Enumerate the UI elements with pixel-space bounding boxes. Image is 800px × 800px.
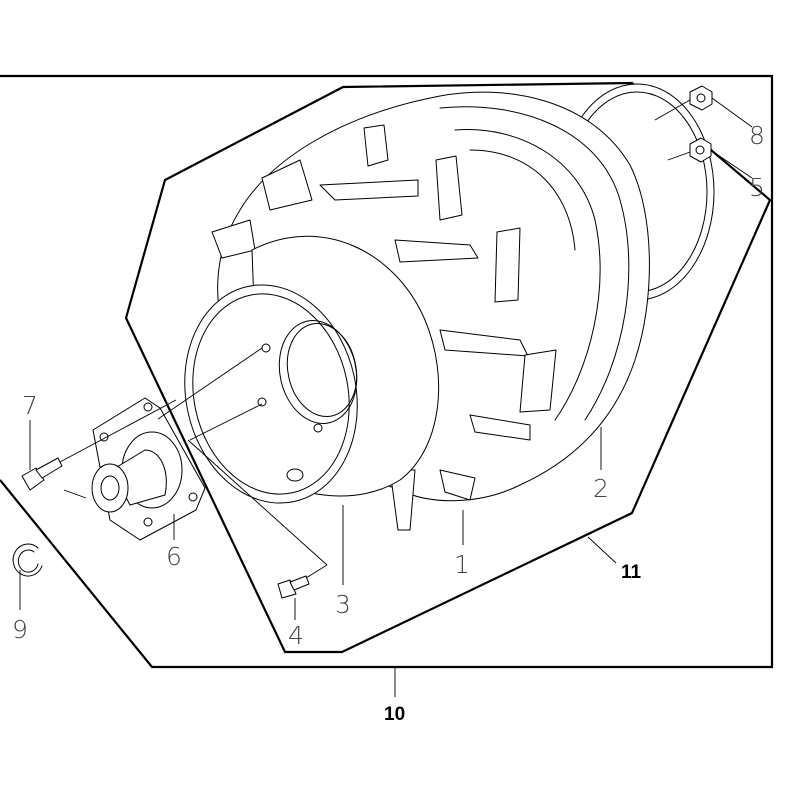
bolt-part-4 [187,439,328,599]
callout-6: 6 [166,542,182,571]
callout-3: 3 [335,590,351,619]
nut-part-8 [689,85,713,111]
bolt-part-7 [21,399,177,491]
wheel-assembly [211,83,715,531]
callout-assembly-11: 11 [621,562,642,583]
callout-1: 1 [454,550,470,579]
callout-5: 5 [749,173,765,202]
assembly-10-frame [0,74,774,669]
callout-7: 7 [22,391,38,420]
rim-part-3 [184,235,440,504]
callout-4: 4 [288,621,304,650]
nut-part-5 [689,137,712,163]
callout-assembly-10: 10 [384,704,405,725]
circlip-part-9 [12,543,43,577]
callout-9: 9 [12,615,28,644]
callout-8: 8 [749,121,765,150]
hub-flange-part-6 [91,397,206,541]
callout-2: 2 [593,474,609,503]
